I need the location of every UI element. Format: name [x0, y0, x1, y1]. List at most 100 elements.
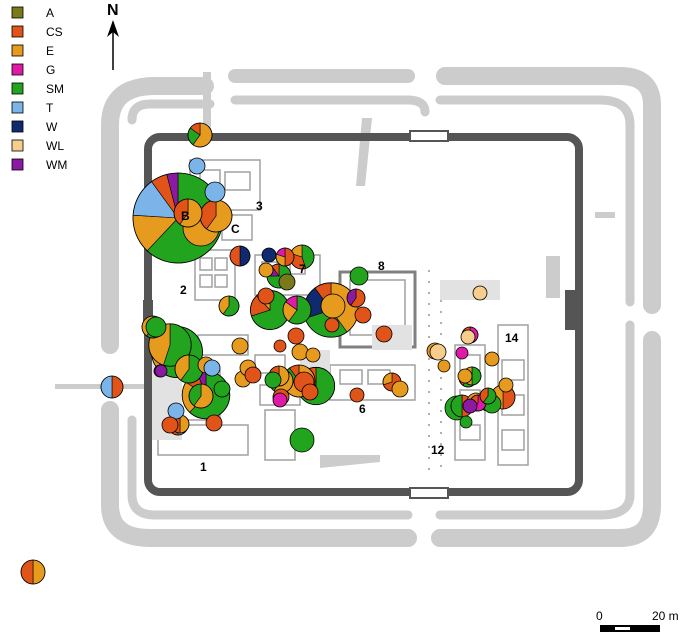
column-dot — [440, 300, 442, 302]
pie-marker — [462, 398, 478, 414]
column-dot — [428, 303, 430, 305]
pie-marker — [346, 288, 366, 308]
building-label-3: 3 — [256, 199, 263, 213]
pie-slice-wl — [472, 285, 488, 301]
pie-marker — [244, 366, 262, 384]
pie-marker — [301, 383, 319, 401]
building-label-b: B — [181, 209, 190, 223]
building-label-6: 6 — [359, 402, 366, 416]
pie-slice-cs — [349, 387, 365, 403]
legend-label-t: T — [46, 101, 54, 115]
pie-slice-sm — [213, 380, 231, 398]
pie-outline — [100, 375, 124, 399]
pie-slice-e — [305, 347, 321, 363]
pie-marker — [305, 347, 321, 363]
pie-marker — [203, 359, 221, 377]
pie-marker — [218, 295, 240, 317]
pie-slice-e — [291, 343, 309, 361]
pie-slice-g — [455, 346, 469, 360]
outer-roads — [55, 72, 615, 468]
scale-bar: 0 20 m — [596, 609, 679, 632]
pie-outline — [282, 295, 312, 325]
pie-slice-e — [320, 293, 346, 319]
pie-marker — [498, 377, 514, 393]
pie-slice-wl — [460, 329, 476, 345]
pie-marker — [349, 387, 365, 403]
pie-slice-cs — [244, 366, 262, 384]
pie-outline — [188, 383, 214, 409]
pie-marker — [264, 371, 282, 389]
pie-marker — [437, 359, 451, 373]
legend-label-w: W — [46, 120, 58, 134]
pie-marker — [173, 198, 203, 228]
pie-marker — [167, 402, 185, 420]
pie-marker — [429, 343, 447, 361]
pie-marker — [320, 293, 346, 319]
pie-slice-e — [231, 337, 249, 355]
pie-marker — [204, 181, 226, 203]
legend-swatch-e — [11, 44, 24, 57]
pie-marker — [472, 285, 488, 301]
column-dot — [428, 457, 430, 459]
column-dot — [440, 399, 442, 401]
pie-slice-sm — [145, 316, 167, 338]
legend-swatch-wl — [11, 139, 24, 152]
pie-marker — [174, 354, 204, 384]
pie-marker — [187, 122, 213, 148]
north-label: N — [107, 2, 119, 19]
building-label-8: 8 — [378, 259, 385, 273]
pie-outline — [20, 559, 46, 585]
legend-swatch-cs — [11, 25, 24, 38]
pie-marker — [199, 199, 233, 233]
column-dot — [440, 443, 442, 445]
scale-start-label: 0 — [596, 609, 603, 623]
pie-marker — [161, 416, 179, 434]
pie-slice-sm — [289, 427, 315, 453]
scale-end-label: 20 m — [652, 609, 679, 623]
legend-swatch-g — [11, 63, 24, 76]
pie-marker — [291, 343, 309, 361]
column-dot — [428, 369, 430, 371]
legend-label-wl: WL — [46, 139, 64, 153]
legend-swatch-wm — [11, 158, 24, 171]
pie-marker — [349, 266, 369, 286]
fort-wall — [143, 130, 583, 499]
pie-outline — [229, 245, 251, 267]
pie-slice-cs — [229, 245, 241, 267]
pie-slice-cs — [375, 325, 393, 343]
pie-slice-w — [261, 247, 277, 263]
column-dot — [440, 454, 442, 456]
pie-marker — [278, 273, 296, 291]
building-label-c: C — [231, 222, 240, 236]
pie-marker — [275, 247, 295, 267]
pie-outline — [479, 387, 497, 405]
scale-bar-segment — [615, 627, 630, 630]
pie-slice-e — [258, 262, 274, 278]
pie-marker — [258, 262, 274, 278]
pie-marker — [289, 244, 315, 270]
pie-slice-a — [278, 273, 296, 291]
column-dot — [440, 421, 442, 423]
column-dot — [440, 333, 442, 335]
column-dot — [428, 314, 430, 316]
column-dot — [440, 465, 442, 467]
building-label-12: 12 — [431, 443, 445, 457]
building-label-2: 2 — [180, 283, 187, 297]
pie-marker — [154, 364, 168, 378]
pie-slice-t — [203, 359, 221, 377]
pie-slice-cs — [324, 317, 340, 333]
pie-slice-cs — [205, 414, 223, 432]
column-dot — [428, 402, 430, 404]
legend-label-wm: WM — [46, 158, 67, 172]
pie-slice-sm — [459, 415, 473, 429]
pie-marker — [457, 368, 473, 384]
pie-slice-e — [179, 414, 190, 434]
pie-marker — [231, 337, 249, 355]
pie-marker — [484, 351, 500, 367]
pie-slice-cs — [161, 416, 179, 434]
column-dot — [428, 413, 430, 415]
building-label-14: 14 — [505, 331, 519, 345]
pie-marker — [289, 427, 315, 453]
pie-slice-cs — [301, 383, 319, 401]
